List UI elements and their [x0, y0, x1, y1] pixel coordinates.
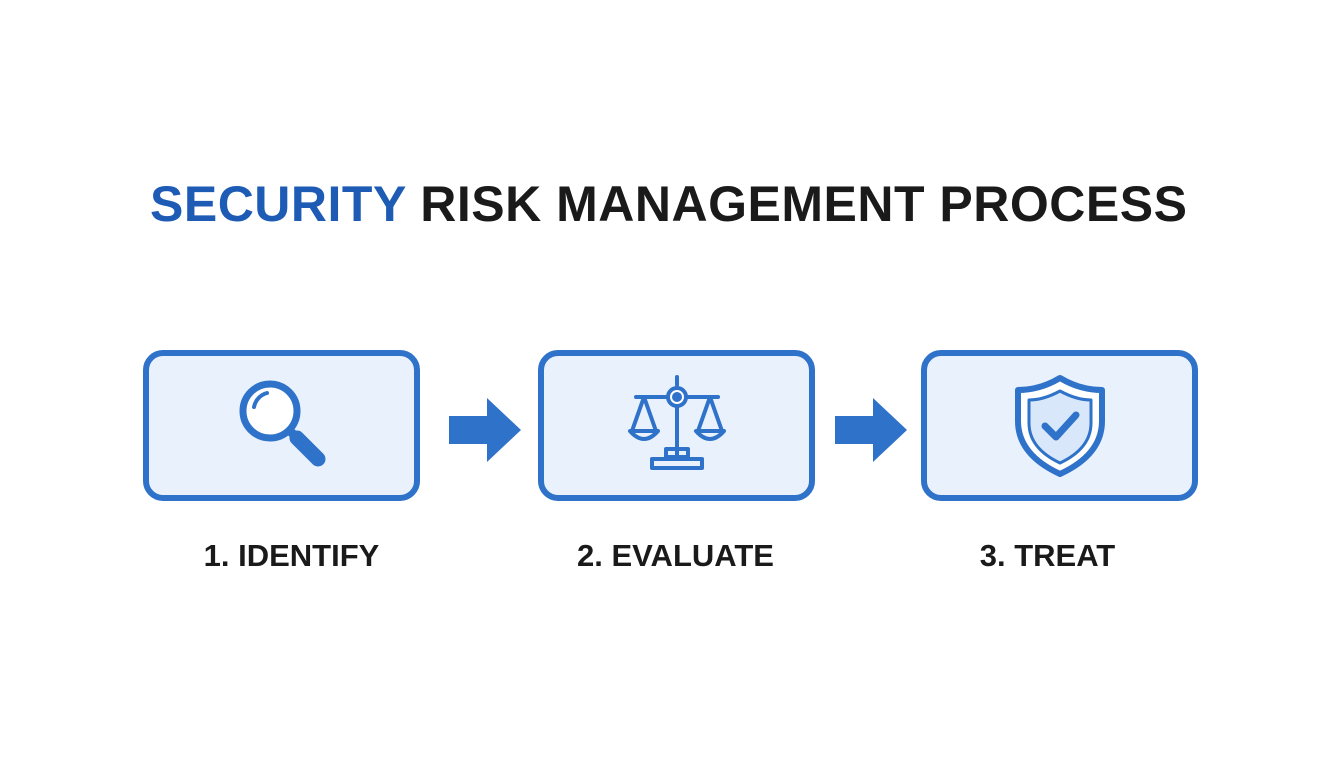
magnifying-glass-icon — [239, 380, 325, 466]
step-label-identify: 1. IDENTIFY — [203, 538, 380, 573]
arrow-right-icon — [835, 398, 907, 462]
title-rest: RISK MANAGEMENT PROCESS — [405, 176, 1188, 232]
balance-scale-icon — [627, 374, 726, 470]
step-label-evaluate: 2. EVALUATE — [577, 538, 774, 573]
page-title: SECURITY RISK MANAGEMENT PROCESS — [150, 176, 1187, 232]
step-label-treat: 3. TREAT — [979, 538, 1116, 573]
step-treat-box — [921, 350, 1198, 501]
step-identify-box — [143, 350, 420, 501]
shield-check-icon — [1014, 374, 1105, 477]
step-evaluate-box — [538, 350, 815, 501]
arrow-right-icon — [449, 398, 521, 462]
title-accent-word: SECURITY — [150, 176, 406, 232]
